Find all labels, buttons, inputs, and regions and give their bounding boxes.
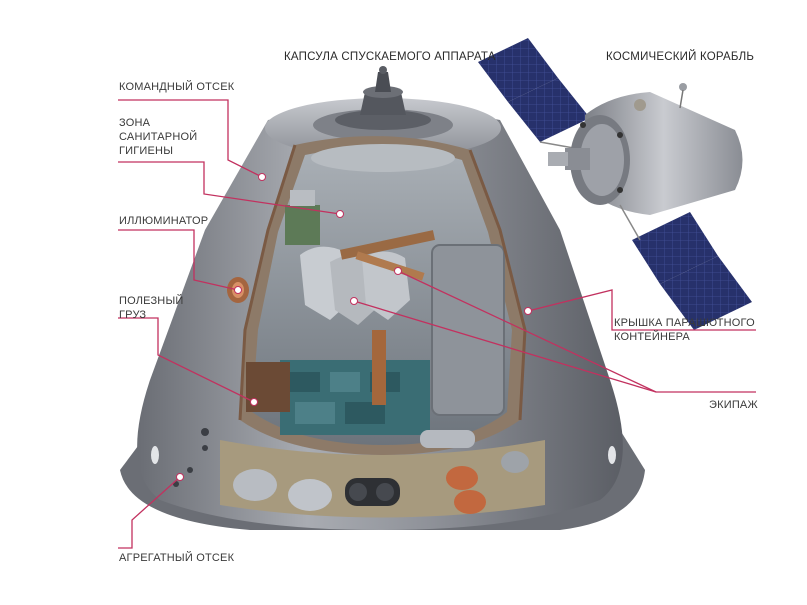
label-capsule: КАПСУЛА СПУСКАЕМОГО АППАРАТА bbox=[284, 51, 496, 63]
label-porthole: ИЛЛЮМИНАТОР bbox=[119, 215, 209, 227]
label-crew: ЭКИПАЖ bbox=[709, 399, 758, 411]
label-spaceship: КОСМИЧЕСКИЙ КОРАБЛЬ bbox=[606, 51, 755, 63]
leader-crew-2 bbox=[397, 270, 657, 393]
capsule-cutaway bbox=[120, 66, 645, 530]
label-aggregate-module: АГРЕГАТНЫЙ ОТСЕК bbox=[119, 552, 235, 564]
solar-panel-bottom bbox=[619, 204, 752, 330]
leader-aggregate bbox=[118, 476, 181, 549]
leader-dots bbox=[176, 173, 532, 481]
leader-lines bbox=[118, 99, 756, 549]
equipment-racks bbox=[280, 330, 430, 435]
docking-port bbox=[360, 66, 406, 115]
label-command-module: КОМАНДНЫЙ ОТСЕК bbox=[119, 81, 235, 93]
label-payload: ПОЛЕЗНЫЙ ГРУЗ bbox=[119, 295, 184, 321]
spaceship-illustration bbox=[478, 38, 752, 330]
leader-payload bbox=[118, 317, 255, 403]
leader-parachute bbox=[527, 289, 756, 331]
tanks bbox=[233, 430, 529, 514]
leader-porthole bbox=[118, 229, 239, 291]
label-parachute-cover: КРЫШКА ПАРАШЮТНОГО КОНТЕЙНЕРА bbox=[614, 317, 755, 343]
crew-seats bbox=[300, 230, 435, 325]
label-hygiene-zone: ЗОНА САНИТАРНОЙ ГИГИЕНЫ bbox=[119, 117, 198, 157]
solar-panel-top bbox=[478, 38, 590, 151]
leader-command bbox=[118, 99, 263, 178]
parachute-container bbox=[431, 244, 505, 416]
leader-hygiene bbox=[118, 161, 341, 215]
